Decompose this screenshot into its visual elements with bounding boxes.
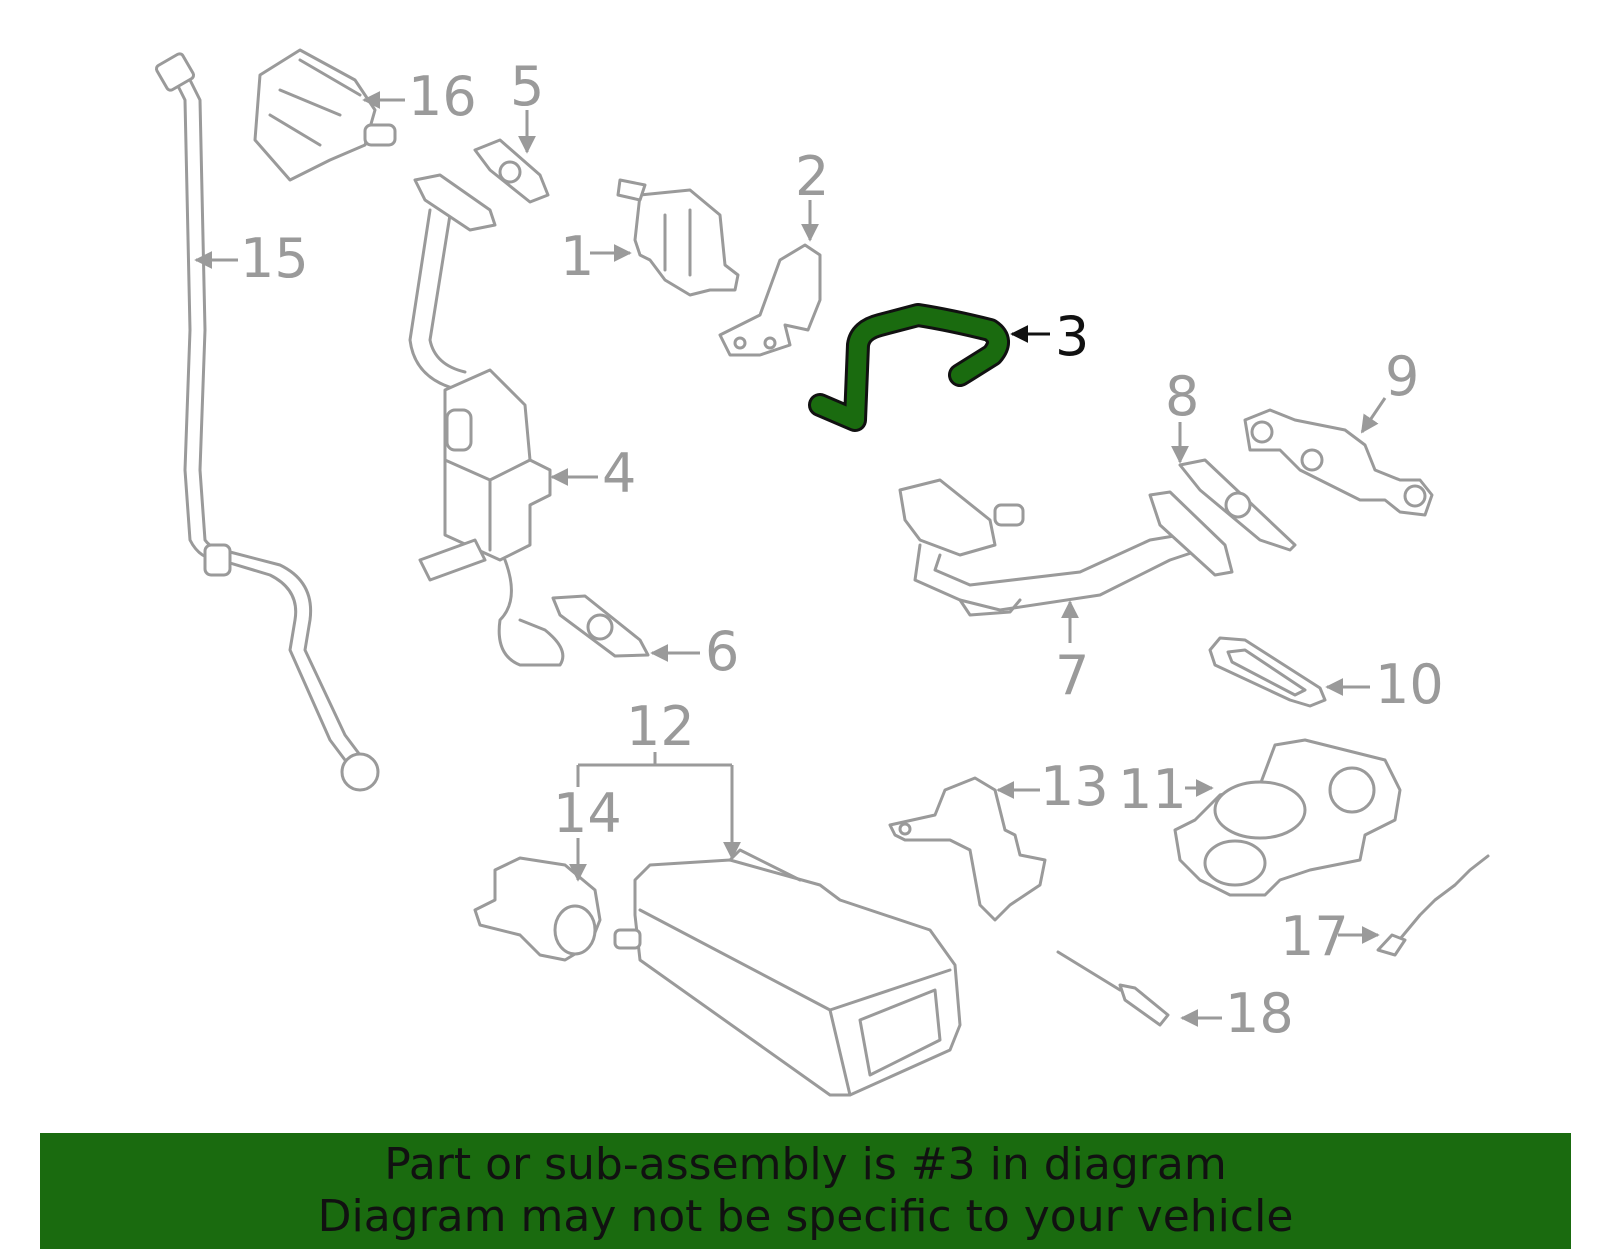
callout-6: 6: [705, 620, 739, 683]
callout-17: 17: [1280, 905, 1349, 968]
callout-5: 5: [510, 55, 544, 118]
part-7-egr-pipe[interactable]: [898, 478, 1234, 617]
banner-line-1: Part or sub-assembly is #3 in diagram: [384, 1139, 1227, 1190]
callout-14: 14: [553, 782, 622, 845]
callout-8: 8: [1165, 365, 1199, 428]
part-4-egr-valve[interactable]: [408, 173, 565, 667]
callout-4: 4: [602, 442, 636, 505]
callout-7: 7: [1055, 644, 1089, 707]
part-18-sensor[interactable]: [1056, 950, 1170, 1027]
part-10-gasket[interactable]: [1208, 636, 1327, 708]
callout-18: 18: [1225, 982, 1294, 1045]
callout-13: 13: [1040, 755, 1109, 818]
part-16-valve[interactable]: [253, 48, 397, 182]
notice-banner: Part or sub-assembly is #3 in diagram Di…: [40, 1133, 1571, 1249]
part-2-bracket[interactable]: [718, 243, 822, 357]
callout-3: 3: [1055, 305, 1089, 368]
part-14-sensor[interactable]: [473, 856, 602, 962]
part-1-solenoid[interactable]: [616, 178, 740, 297]
part-8-gasket[interactable]: [1178, 458, 1297, 552]
callout-12: 12: [626, 695, 695, 758]
callout-2: 2: [795, 145, 829, 208]
callout-1: 1: [560, 225, 594, 288]
callout-11: 11: [1118, 758, 1187, 821]
part-3-hose[interactable]: [808, 303, 1010, 432]
banner-line-2: Diagram may not be specific to your vehi…: [317, 1191, 1294, 1242]
part-13-bracket[interactable]: [888, 776, 1047, 922]
callout-10: 10: [1375, 653, 1444, 716]
callouts: 1 2 3 4 5 6 7 8 9 10 11 12 13 14 15 16 1: [194, 55, 1444, 1045]
banner-background: [40, 1133, 1571, 1249]
part-15-hose[interactable]: [154, 52, 380, 792]
part-12-canister[interactable]: [613, 848, 962, 1097]
callout-16: 16: [408, 65, 477, 128]
part-9-bracket[interactable]: [1243, 408, 1434, 517]
part-6-gasket[interactable]: [551, 594, 650, 658]
part-5-gasket[interactable]: [473, 138, 550, 204]
part-17-o2-sensor[interactable]: [1376, 854, 1490, 957]
part-11-throttle[interactable]: [1173, 738, 1402, 897]
callout-15: 15: [240, 227, 309, 290]
callout-9: 9: [1385, 345, 1419, 408]
